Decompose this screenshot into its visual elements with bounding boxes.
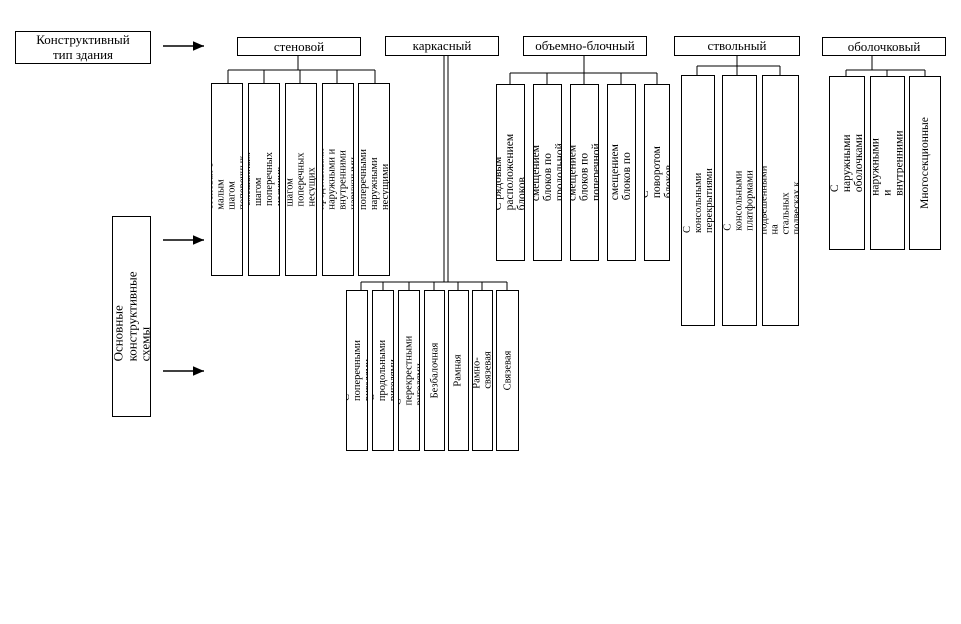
- trunk-scheme-1: С консольными платформами: [722, 75, 757, 326]
- frame-scheme-5: Рамно-связевая: [472, 290, 493, 451]
- shell-connectors: [845, 56, 926, 76]
- wall-scheme-3: С продольными наружными и внутренними на…: [322, 83, 354, 276]
- frame-scheme-3: Безбалочная: [424, 290, 445, 451]
- block-connectors: [509, 56, 658, 84]
- category-shell: оболочковый: [822, 37, 946, 56]
- trunk-connectors: [696, 56, 781, 75]
- category-trunk: ствольный: [674, 36, 800, 56]
- schemes-label: Основные конструктивные схемы: [110, 216, 152, 417]
- wall-scheme-4: С поперечными наружными несущими стенами: [358, 83, 390, 276]
- block-scheme-0: С рядовым расположением блоков: [496, 84, 525, 261]
- category-wall: стеновой: [237, 37, 361, 56]
- shell-scheme-1: С наружными и внутренними оболочками: [870, 76, 905, 250]
- shell-scheme-0: С наружными оболочками: [829, 76, 865, 250]
- category-frame: каркасный: [385, 36, 499, 56]
- block-scheme-3: Со смещением блоков по вертикали: [607, 84, 636, 261]
- frame-scheme-4: Рамная: [448, 290, 469, 451]
- frame-connectors: [360, 56, 508, 290]
- frame-scheme-2: С перекрестными ригелями: [398, 290, 420, 451]
- block-scheme-1: Со смещением блоков по продольной оси: [533, 84, 562, 261]
- frame-scheme-1: С продольными ригелями: [372, 290, 394, 451]
- wall-connectors: [227, 56, 376, 83]
- wall-scheme-1: Со смешанным шагом поперечных несущих ст…: [248, 83, 280, 276]
- trunk-scheme-2: С перекрытиями подвешенными на стальных …: [762, 75, 799, 326]
- block-scheme-4: С поворотом блоков: [644, 84, 670, 261]
- wall-scheme-0: Перекрестно-стеновая с малым шагом попер…: [211, 83, 243, 276]
- frame-scheme-6: Связевая: [496, 290, 519, 451]
- trunk-scheme-0: С консольными перекрытиями: [681, 75, 715, 326]
- category-block: объемно-блочный: [523, 36, 647, 56]
- shell-scheme-2: Многосекционные: [909, 76, 941, 250]
- frame-scheme-0: С поперечными ригелями: [346, 290, 368, 451]
- block-scheme-2: Со смещением блоков по поперечной оси: [570, 84, 599, 261]
- type-label: Конструктивный тип здания: [15, 31, 151, 64]
- wall-scheme-2: С большим шагом поперечных несущих стен: [285, 83, 317, 276]
